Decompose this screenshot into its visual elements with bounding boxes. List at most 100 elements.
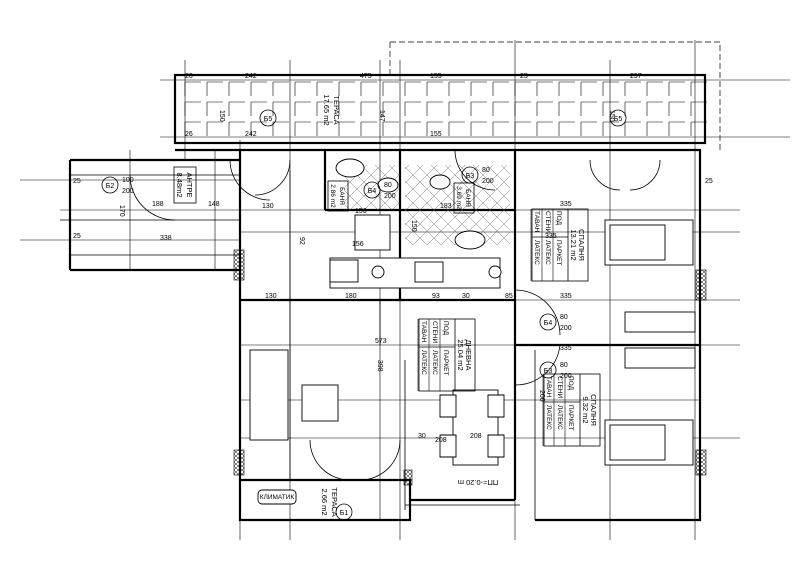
dimension-label: 335 xyxy=(560,201,572,208)
room-area: 2.66 m2 xyxy=(320,488,329,515)
dimension-label: 297 xyxy=(630,73,642,80)
door-height: 200 xyxy=(560,325,572,332)
finish-material: ЛАТЕКС xyxy=(431,350,438,375)
dimension-label: 150 xyxy=(608,110,615,122)
window-marker: Б5 xyxy=(259,109,277,127)
dimension-label: 26 xyxy=(185,131,193,138)
room-name: БАНЯ xyxy=(464,189,471,207)
fixtures xyxy=(249,158,696,505)
kitchen-sink-icon xyxy=(414,261,444,283)
finish-surface: ПОД xyxy=(555,211,562,226)
dimension-label: 338 xyxy=(160,235,172,242)
dimension-label: 242 xyxy=(245,73,257,80)
door-height: 200 xyxy=(482,178,494,185)
dimension-label: 208 xyxy=(435,437,447,444)
room-name: СПАЛНЯ xyxy=(577,229,586,261)
window-marker: Б1 xyxy=(335,503,353,521)
door-width: 80 xyxy=(384,182,392,189)
dimension-label: 130 xyxy=(262,203,274,210)
finish-material: ЛАТЕКС xyxy=(420,350,427,375)
columns xyxy=(233,249,707,486)
dimension-label: 156 xyxy=(355,208,367,215)
finish-surface: ПОД xyxy=(442,321,449,336)
room-label-bath-2: БАНЯ 3.69 m2 xyxy=(453,182,475,214)
dimension-label: 92 xyxy=(298,237,305,245)
dimension-label: 156 xyxy=(352,241,364,248)
room-area: 25.04 m2 xyxy=(456,339,465,370)
finish-surface: ТАВАН xyxy=(545,376,552,398)
room-area: 8.48m2 xyxy=(175,172,184,197)
door-mark: Б4 xyxy=(544,320,553,327)
dimension-label: 25 xyxy=(73,233,81,240)
sink-icon xyxy=(335,158,365,178)
door-height: 200 xyxy=(122,188,134,195)
wardrobe-icon xyxy=(624,311,696,333)
finish-surface: СТЕНИ xyxy=(544,211,551,233)
floor-level-text: ПП=-0.20 m xyxy=(458,478,499,487)
window-marker: Б5 xyxy=(609,109,627,127)
door-width: 100 xyxy=(122,177,134,184)
room-label-entry: АНТРЕ 8.48m2 xyxy=(173,166,197,204)
room-label-bath-1: БАНЯ 2.86 m2 xyxy=(327,180,349,212)
dimension-label: 85 xyxy=(505,293,513,300)
dimension-label: 188 xyxy=(152,201,164,208)
dimension-label: 183 xyxy=(440,203,452,210)
room-area: 17.65 m2 xyxy=(322,94,331,125)
dimension-label: 150 xyxy=(218,110,225,122)
dimension-label: 208 xyxy=(470,433,482,440)
finish-surface: СТЕНИ xyxy=(556,376,563,398)
finish-material: ЛАТЕКС xyxy=(545,405,552,430)
dimension-label: 398 xyxy=(376,360,383,372)
toilet-icon xyxy=(429,174,451,190)
room-name: АНТРЕ xyxy=(185,172,194,197)
door-marker: Б4 80 200 xyxy=(539,313,572,332)
room-name: СПАЛНЯ xyxy=(589,394,598,426)
dimension-label: 26 xyxy=(185,73,193,80)
finish-material: ЛАТЕКС xyxy=(544,240,551,265)
window-mark: Б5 xyxy=(264,116,273,123)
room-name: БАНЯ xyxy=(338,187,345,205)
dimension-label: 147 xyxy=(378,110,385,122)
bath-2-tiles xyxy=(405,165,510,245)
air-conditioner-label: КЛИМАТИК xyxy=(260,494,295,501)
room-area: 2.86 m2 xyxy=(329,184,336,208)
room-label-terrace-bottom: ТЕРАСА 2.66 m2 xyxy=(320,487,339,516)
air-conditioner-icon xyxy=(257,489,297,505)
finish-surface: ТАВАН xyxy=(420,321,427,343)
finish-material: ПАРКЕТ xyxy=(567,405,574,430)
door-mark: Б3 xyxy=(544,368,553,375)
dimension-label: 155 xyxy=(430,73,442,80)
room-name: ДНЕВНА xyxy=(464,340,473,371)
roof-outline xyxy=(389,41,721,150)
room-label-terrace-top: ТЕРАСА 17.65 m2 xyxy=(322,94,341,125)
door-width: 80 xyxy=(560,314,568,321)
dimension-label: 93 xyxy=(432,293,440,300)
door-mark: Б2 xyxy=(106,183,115,190)
room-area: 9.32 m2 xyxy=(581,396,590,423)
dimension-label: 335 xyxy=(560,293,572,300)
room-area: 3.69 m2 xyxy=(455,186,462,210)
chair-icons xyxy=(439,394,505,458)
dimension-label: 170 xyxy=(118,205,125,217)
floor-level-label: ПП=-0.20 m xyxy=(458,478,499,487)
dimension-label: 25 xyxy=(520,73,528,80)
window-mark: Б1 xyxy=(340,510,349,517)
dimension-label: 150 xyxy=(410,220,417,232)
dimension-label: 30 xyxy=(418,433,426,440)
window-mark: Б5 xyxy=(614,116,623,123)
door-height: 200 xyxy=(384,193,396,200)
door-width: 80 xyxy=(560,362,568,369)
dimension-label: 148 xyxy=(208,201,220,208)
terrace-top xyxy=(173,73,707,145)
dimension-label: 335 xyxy=(545,233,557,240)
coffee-table-icon xyxy=(301,384,339,422)
finish-material: ЛАТЕКС xyxy=(556,405,563,430)
stove-icon xyxy=(329,259,359,283)
dimension-label: 25 xyxy=(705,178,713,185)
dimension-label: 155 xyxy=(430,131,442,138)
